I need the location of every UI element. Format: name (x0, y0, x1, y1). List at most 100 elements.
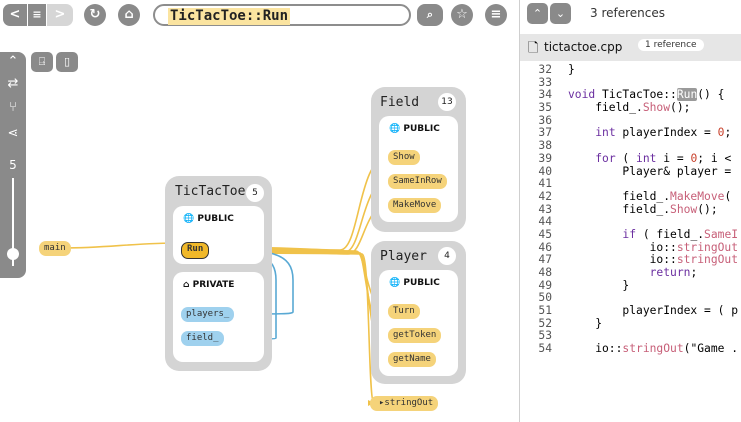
forward-button[interactable]: > (47, 4, 73, 26)
node-stringout[interactable]: ▸stringOut (370, 396, 439, 411)
graph-pane[interactable]: < ≡ > ↻ ⌂ TicTacToe::Run ⌕ ☆ ≡ ⌃ ⇄ ⑂ ⋖ 5… (0, 0, 519, 422)
collapse-icon[interactable]: ⌃ (7, 54, 19, 69)
line-number: 41 (538, 177, 552, 191)
node-title: Player (380, 249, 427, 264)
share-icon[interactable]: ⋖ (7, 126, 19, 141)
node-main[interactable]: main (39, 241, 71, 256)
code-line: 45 if ( field_.SameI (520, 227, 739, 242)
line-number: 40 (538, 164, 552, 178)
member-gettoken[interactable]: getToken (388, 328, 442, 343)
reference-badge: 1 reference (638, 39, 704, 51)
member-players[interactable]: players_ (181, 307, 235, 322)
line-number: 46 (538, 240, 552, 254)
code-text: return; (649, 266, 698, 279)
expand-icon: ▸ (379, 398, 385, 408)
node-field[interactable]: Field 13 🌐 PUBLIC Show SameInRow MakeMov… (371, 87, 466, 232)
file-tab[interactable]: 🗋 tictactoe.cpp 1 reference (520, 34, 741, 61)
member-show[interactable]: Show (388, 150, 420, 165)
home-button[interactable]: ⌂ (118, 4, 140, 26)
code-line: 48 return; (520, 266, 738, 280)
line-number: 54 (538, 342, 552, 356)
search-button[interactable]: ⌕ (417, 4, 443, 26)
code-line: 46 io::stringOut (520, 240, 739, 255)
section-label: PUBLIC (403, 124, 440, 134)
member-count-badge: 13 (438, 93, 456, 111)
line-number: 52 (538, 316, 552, 330)
chevron-up-icon: ⌃ (532, 7, 543, 20)
line-number: 48 (538, 266, 552, 279)
node-tictactoe[interactable]: TicTacToe 5 🌐 PUBLIC Run ⌂ PRIVATE playe… (165, 176, 272, 371)
export-button[interactable]: ⍈ (31, 52, 53, 72)
code-line: 40 Player& player = (520, 164, 738, 179)
section-label: PUBLIC (197, 214, 234, 224)
search-input[interactable]: TicTacToe::Run (153, 4, 411, 26)
line-number: 43 (538, 202, 552, 216)
line-number: 39 (538, 151, 552, 165)
pane-divider[interactable] (519, 0, 520, 422)
member-count-badge: 4 (438, 247, 456, 265)
back-button[interactable]: < (3, 4, 27, 26)
member-count-badge: 5 (246, 184, 264, 202)
next-reference-button[interactable]: ⌄ (550, 3, 571, 24)
line-number: 35 (538, 101, 552, 115)
code-text: io::stringOut (568, 253, 739, 267)
code-line: 47 io::stringOut (520, 253, 739, 267)
globe-icon: 🌐 (389, 278, 401, 288)
export-icon: ⍈ (38, 55, 46, 68)
reference-count: 3 references (590, 6, 665, 20)
globe-icon: 🌐 (183, 214, 195, 224)
code-text: io::stringOut (568, 240, 739, 254)
code-text: playerIndex = ( p (568, 304, 739, 318)
node-title: Field (380, 95, 420, 110)
code-line: 49 } (520, 278, 738, 293)
code-text: field_.Show(); (568, 101, 691, 115)
code-line: 44 (520, 216, 738, 229)
bookmark-list-button[interactable]: ≡ (485, 4, 507, 26)
bookmark-button[interactable]: ☆ (451, 4, 473, 26)
member-run[interactable]: Run (181, 242, 210, 259)
refresh-button[interactable]: ↻ (84, 4, 106, 26)
layout-icon[interactable]: ⇄ (7, 76, 19, 91)
code-line: 37 int playerIndex = 0; (520, 127, 738, 140)
line-number: 38 (538, 139, 552, 153)
code-text: io::stringOut("Game . (568, 342, 739, 356)
graph-layout-icon[interactable]: ⑂ (9, 100, 17, 115)
zoom-slider-track[interactable] (12, 178, 14, 266)
code-text: field_.MakeMove( (568, 189, 732, 203)
member-field[interactable]: field_ (181, 331, 224, 346)
code-text: Player& player = (568, 164, 732, 178)
member-sameinrow[interactable]: SameInRow (388, 174, 447, 189)
member-turn[interactable]: Turn (388, 304, 420, 319)
prev-reference-button[interactable]: ⌃ (527, 3, 548, 24)
public-section: 🌐 PUBLIC Run (173, 206, 264, 264)
code-pane: ⌃ ⌄ 3 references 🗋 tictactoe.cpp 1 refer… (520, 0, 741, 422)
section-label: PRIVATE (192, 280, 235, 290)
member-getname[interactable]: getName (388, 352, 436, 367)
history-button[interactable]: ≡ (28, 4, 46, 26)
home-icon: ⌂ (183, 280, 190, 290)
node-title: TicTacToe (175, 184, 246, 199)
public-section: 🌐 PUBLIC Show SameInRow MakeMove (379, 116, 458, 222)
public-section: 🌐 PUBLIC Turn getToken getName (379, 270, 458, 376)
star-icon: ☆ (456, 7, 468, 22)
file-button[interactable]: ▯ (56, 52, 78, 72)
line-number: 50 (538, 291, 552, 305)
node-player[interactable]: Player 4 🌐 PUBLIC Turn getToken getName (371, 241, 466, 384)
code-text: } (568, 63, 575, 76)
line-number: 34 (538, 88, 552, 102)
member-makemove[interactable]: MakeMove (388, 198, 442, 213)
code-text: if ( field_.SameI (622, 227, 739, 241)
zoom-slider-thumb[interactable] (7, 248, 19, 260)
code-line: 36 (520, 114, 738, 128)
code-line: 52 } (520, 316, 738, 331)
code-line: 41 (520, 177, 738, 191)
line-number: 33 (538, 75, 552, 89)
code-text: } (568, 278, 630, 292)
code-text: field_.Show(); (568, 202, 718, 216)
line-number: 32 (538, 63, 552, 76)
code-line: 50 (520, 292, 738, 305)
code-text: for ( int i = 0; i < (595, 151, 732, 165)
file-name: tictactoe.cpp (544, 40, 623, 54)
